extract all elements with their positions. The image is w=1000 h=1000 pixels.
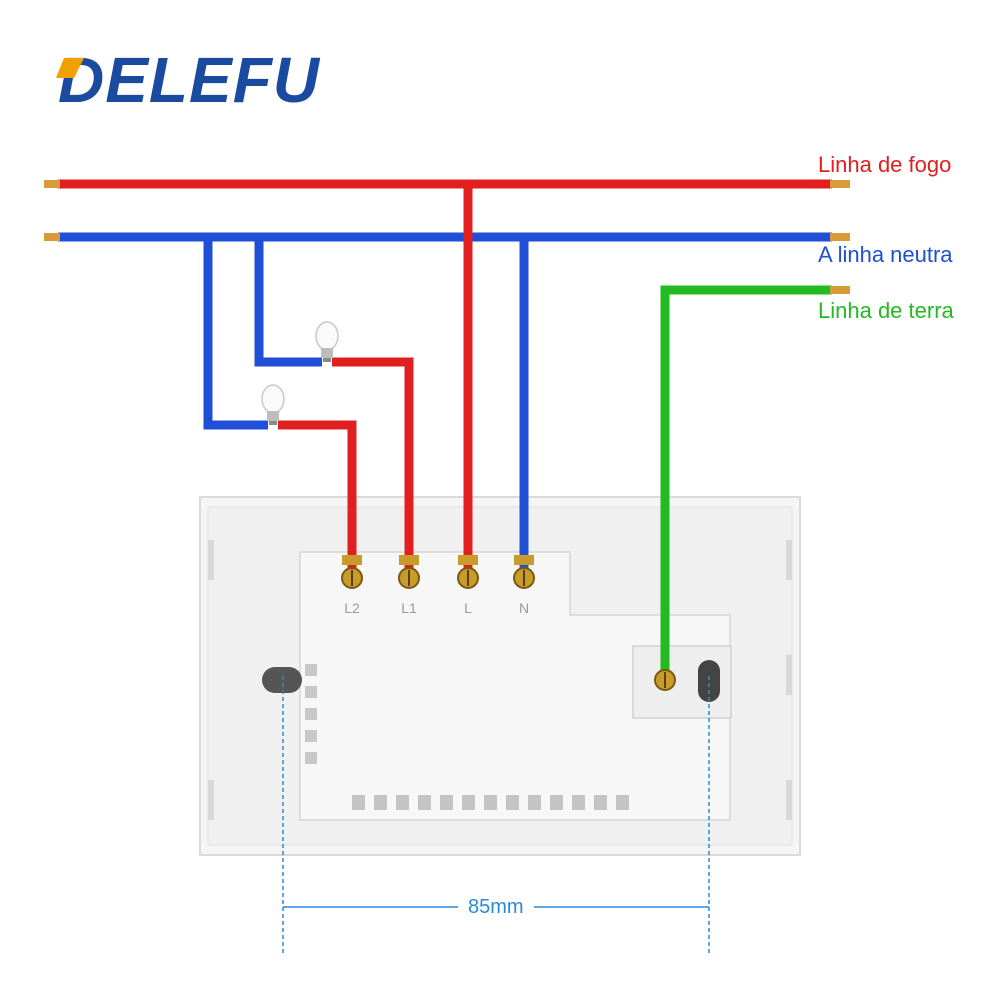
light-bulb-icon xyxy=(315,321,339,362)
terminal-l2 xyxy=(341,555,363,589)
switch-plate xyxy=(199,496,801,856)
live-wire-end-left xyxy=(44,180,60,188)
ground-wire-label: Linha de terra xyxy=(818,298,954,323)
terminal-n xyxy=(513,555,535,589)
left-mounting-slot xyxy=(262,667,302,693)
lamp1-switched-wire xyxy=(332,357,414,574)
logo-accent-shape xyxy=(56,58,84,78)
light-bulb-icon xyxy=(261,384,285,425)
right-tab-middle xyxy=(786,655,792,695)
lamp2-neutral-wire xyxy=(203,237,268,430)
right-mounting-slot xyxy=(698,660,720,702)
neutral-wire-end-left xyxy=(44,233,60,241)
brand-logo: DELEFU xyxy=(58,48,320,112)
left-tab-top xyxy=(208,540,214,580)
terminal-label-n: N xyxy=(518,600,530,616)
neutral-wire-label: A linha neutra xyxy=(818,242,953,267)
bottom-vents xyxy=(352,795,629,810)
live-wire-end-right xyxy=(830,180,850,188)
terminal-l xyxy=(457,555,479,589)
terminal-ground xyxy=(654,669,676,691)
module-housing xyxy=(299,551,731,821)
neutral-wire-end-right xyxy=(830,233,850,241)
lamp1-neutral-wire xyxy=(254,237,322,367)
left-tab-bottom xyxy=(208,780,214,820)
terminal-label-l1: L1 xyxy=(401,600,417,616)
ground-wire xyxy=(660,285,832,672)
terminal-label-l2: L2 xyxy=(344,600,360,616)
terminal-l1 xyxy=(398,555,420,589)
right-tab-top xyxy=(786,540,792,580)
side-vents xyxy=(305,664,317,764)
right-tab-bottom xyxy=(786,780,792,820)
brand-name: DELEFU xyxy=(58,44,320,116)
dimension-label: 85mm xyxy=(458,896,534,919)
live-wire-label: Linha de fogo xyxy=(818,152,952,177)
ground-wire-end-right xyxy=(830,286,850,294)
terminal-label-l: L xyxy=(464,600,472,616)
lamp2-switched-wire xyxy=(278,420,357,574)
